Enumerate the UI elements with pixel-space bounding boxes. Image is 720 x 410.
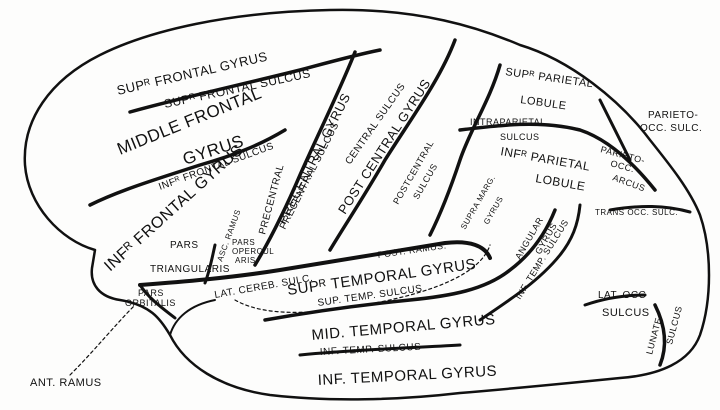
ant-ramus-leader [70, 305, 135, 375]
label-post-ramus: POST. RAMUS. [377, 240, 447, 260]
label-pars-opercularis-2: OPERCUL [232, 247, 274, 256]
label-inf-temp-sulcus: INF. TEMP. SULCUS [320, 342, 422, 358]
label-ant-ramus: ANT. RAMUS [30, 377, 102, 389]
label-parieto-occ-sulc-1: PARIETO- [648, 110, 698, 121]
label-pars-opercularis-3: ARIS [235, 256, 256, 265]
brain-outline [25, 10, 709, 399]
label-pars-triangularis-2: TRIANGULARIS [150, 264, 230, 275]
label-lat-occ-sulcus-2: SULCUS [602, 307, 650, 319]
label-inf-parietal-2: LOBULE [534, 171, 586, 194]
label-inf-temporal-gyrus: INF. TEMPORAL GYRUS [317, 363, 497, 389]
label-trans-occ-sulc: TRANS OCC. SULC. [595, 208, 678, 217]
label-pars-orbitalis-2: ORBITALIS [125, 298, 176, 308]
label-intraparietal-2: SULCUS [500, 132, 540, 142]
label-sup-parietal-1: SUPᴿ PARIETAL [505, 66, 595, 90]
label-pars-orbitalis-1: PARS [138, 288, 164, 298]
label-pars-triangularis-1: PARS [170, 240, 199, 251]
label-intraparietal-1: INTRAPARIETAL [470, 117, 546, 127]
label-lat-occ-sulcus-1: LAT. OCC [598, 290, 646, 301]
label-mid-temporal-gyrus: MID. TEMPORAL GYRUS [311, 311, 496, 344]
label-inf-parietal-1: INFᴿ PARIETAL [499, 144, 591, 174]
label-sup-parietal-2: LOBULE [520, 94, 568, 112]
label-parieto-occ-sulc-2: OCC. SULC. [640, 123, 702, 134]
label-lunate-sulcus-2: SULCUS [664, 305, 684, 346]
label-supra-marg-gyrus-2: GYRUS [482, 195, 505, 226]
temporal-lobe-contour [170, 300, 215, 335]
label-lunate-sulcus-1: LUNATE [644, 316, 663, 355]
label-pars-opercularis-1: PARS [232, 238, 255, 247]
